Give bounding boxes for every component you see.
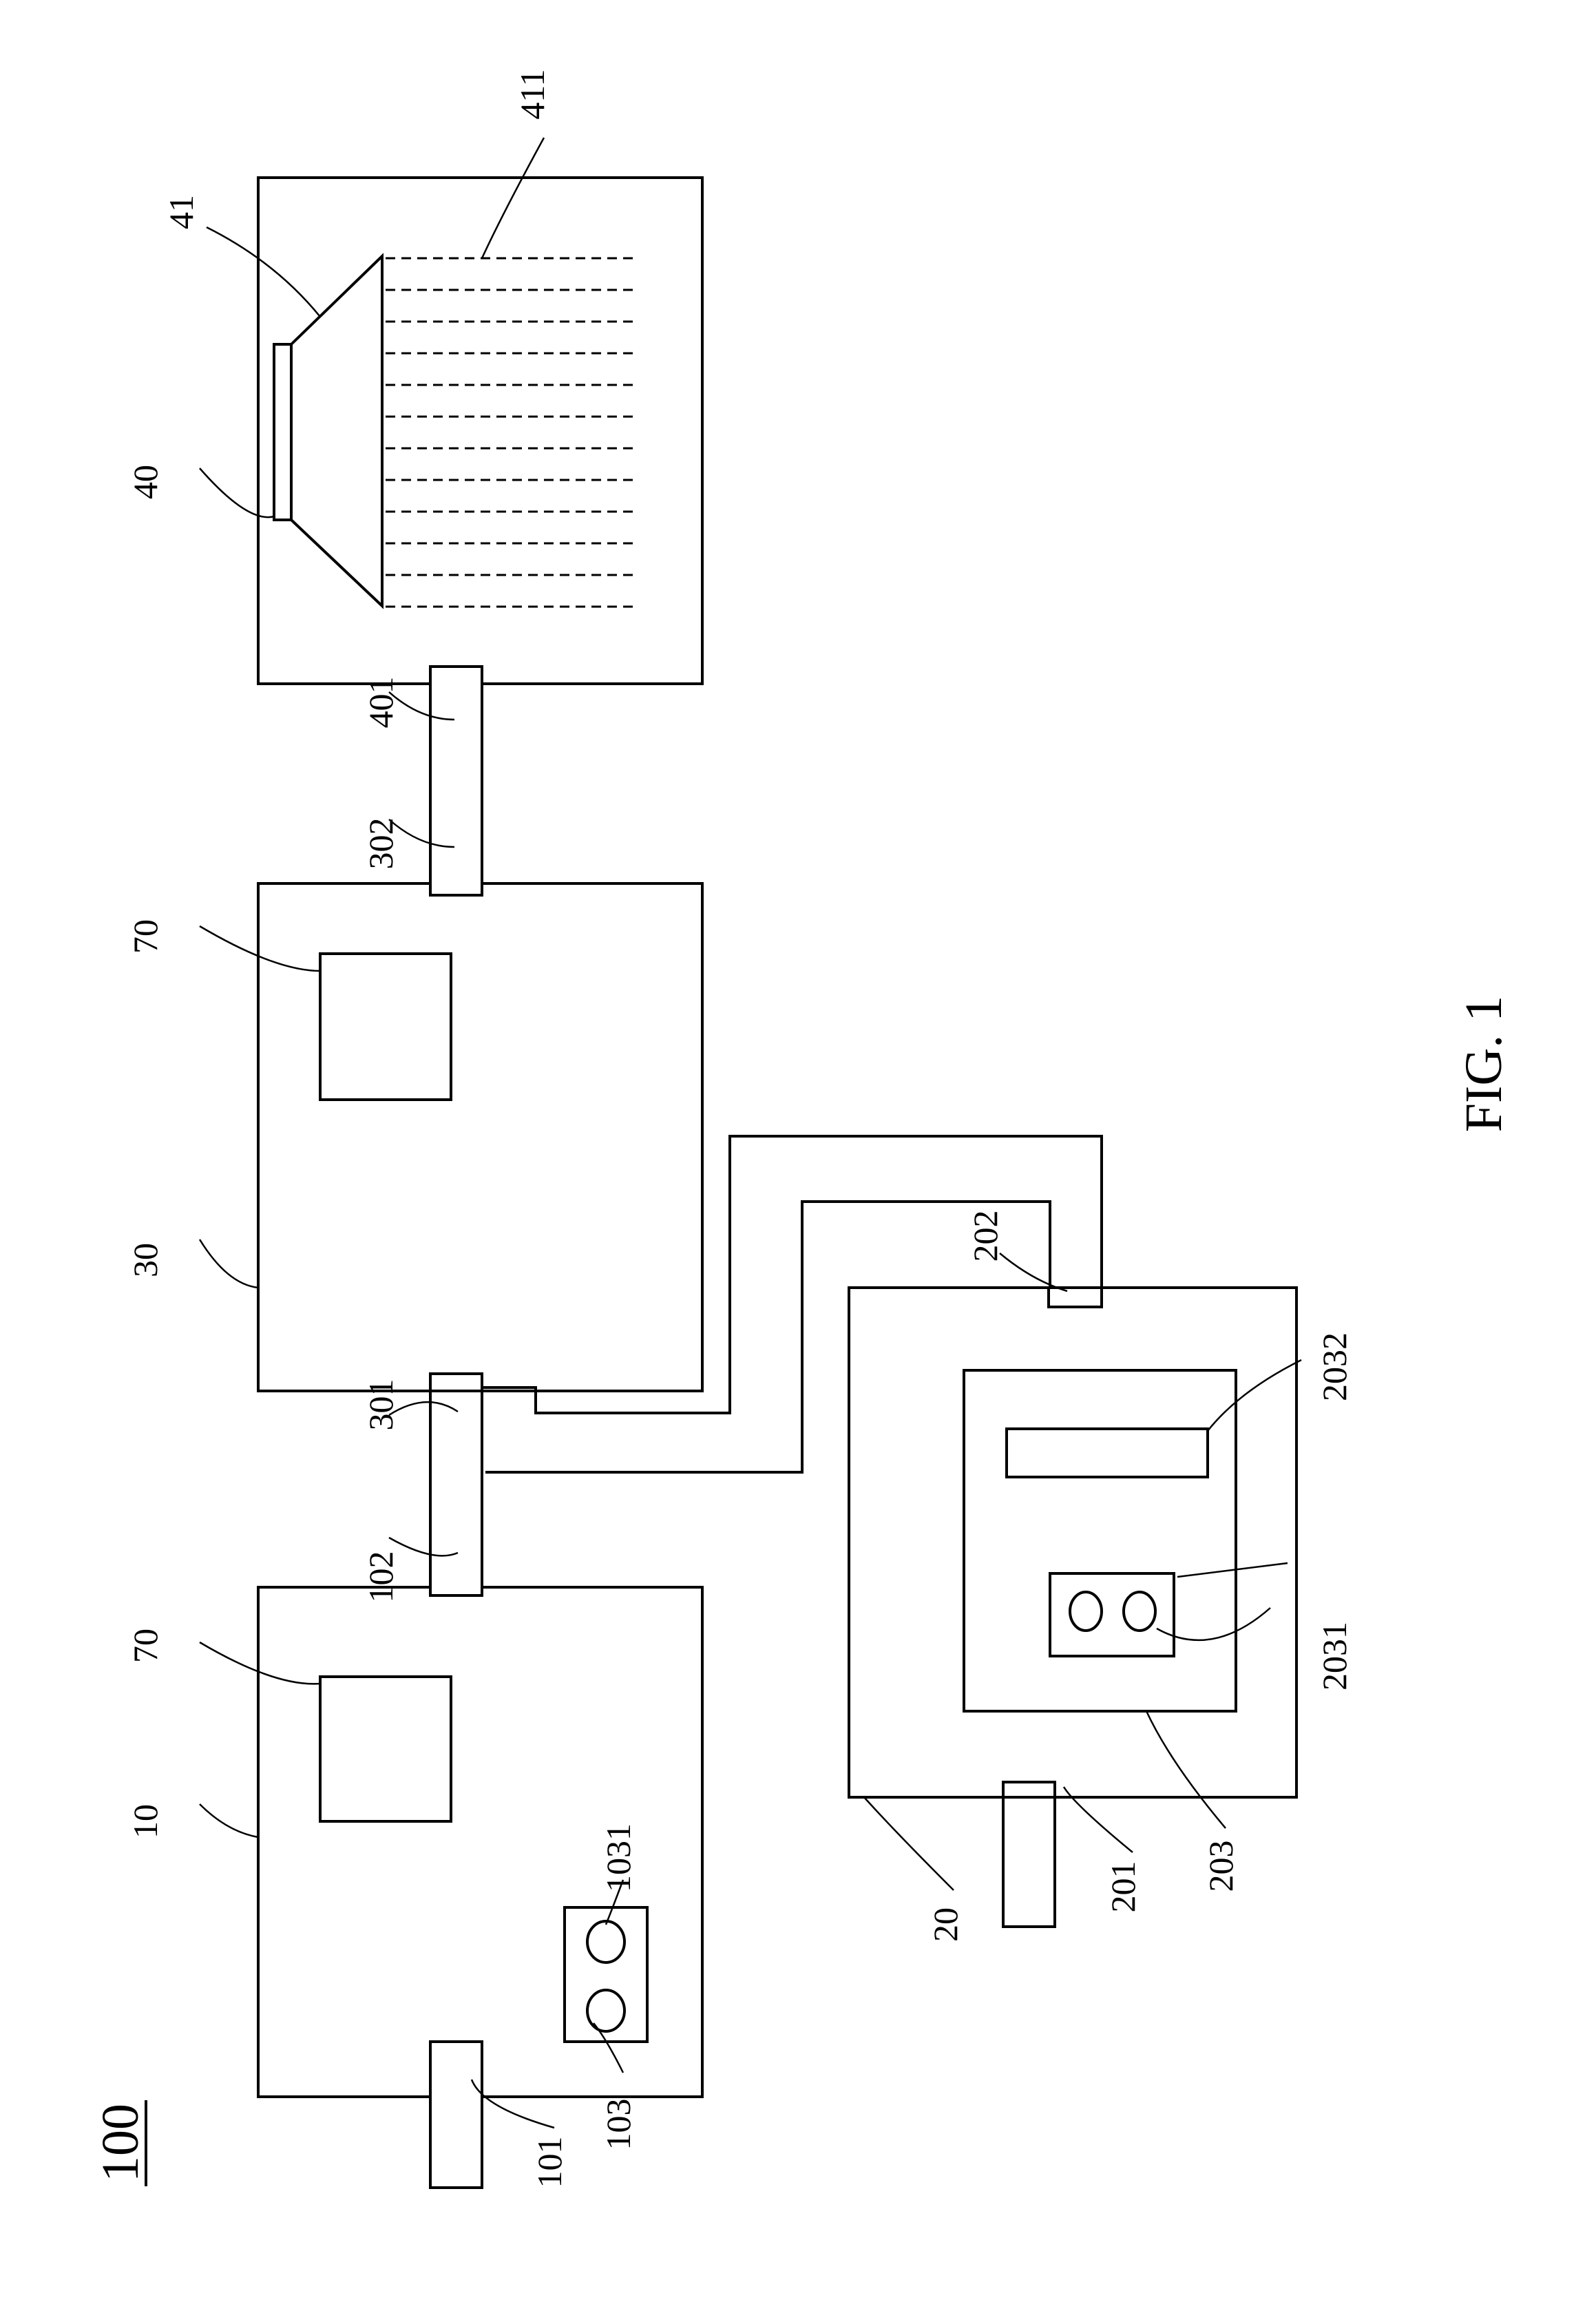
label-2032: 2032 xyxy=(1315,1332,1354,1401)
leader-101 xyxy=(472,2080,554,2128)
label-201: 201 xyxy=(1104,1861,1142,1913)
unit-10-knob-a xyxy=(587,1990,624,2031)
label-70b: 70 xyxy=(126,919,165,954)
figure-number: 100 xyxy=(92,2100,149,2186)
connector-102-301 xyxy=(430,1374,482,1595)
port-101 xyxy=(430,2042,482,2188)
label-10: 10 xyxy=(126,1804,165,1839)
unit-20-panel-203 xyxy=(964,1370,1236,1711)
unit-40-housing xyxy=(258,178,702,684)
leader-20 xyxy=(864,1797,954,1890)
label-30: 30 xyxy=(126,1243,165,1277)
unit-10-knob-b-1031 xyxy=(587,1921,624,1962)
leader-70b xyxy=(200,926,320,971)
unit-40-horn-41 xyxy=(291,256,382,606)
leader-41 xyxy=(207,227,320,317)
label-103: 103 xyxy=(599,2099,638,2150)
figure-caption: FIG. 1 xyxy=(1455,996,1513,1132)
port-201 xyxy=(1003,1782,1055,1927)
leader-411 xyxy=(482,138,544,258)
unit-40-plate xyxy=(274,344,291,520)
unit-30 xyxy=(258,883,702,1391)
label-411: 411 xyxy=(513,69,552,119)
beam-lines-411 xyxy=(386,258,637,607)
unit-30-module-70 xyxy=(320,954,451,1100)
label-102: 102 xyxy=(361,1551,400,1603)
leader-30 xyxy=(200,1239,258,1288)
leader-203 xyxy=(1146,1711,1226,1828)
keypad-button-a xyxy=(1070,1592,1102,1631)
label-101: 101 xyxy=(530,2137,569,2188)
label-20: 20 xyxy=(926,1907,965,1942)
label-2031: 2031 xyxy=(1315,1622,1354,1690)
unit-20 xyxy=(849,1288,1296,1927)
label-70a: 70 xyxy=(126,1629,165,1663)
label-302: 302 xyxy=(361,818,400,870)
leader-lines xyxy=(200,138,1301,2128)
unit-30-housing xyxy=(258,883,702,1391)
leader-unlabeled xyxy=(1177,1563,1288,1577)
unit-40 xyxy=(258,178,702,684)
reference-labels: 10 70 103 1031 101 102 301 30 70 302 401… xyxy=(126,69,1354,2188)
label-1031: 1031 xyxy=(599,1823,638,1892)
figure-number-text: 100 xyxy=(92,2104,149,2182)
label-40: 40 xyxy=(126,465,165,499)
label-401: 401 xyxy=(361,677,400,729)
leader-70a xyxy=(200,1642,320,1684)
label-202: 202 xyxy=(966,1211,1005,1262)
label-203: 203 xyxy=(1201,1841,1240,1892)
leader-40 xyxy=(200,468,274,517)
unit-20-housing xyxy=(849,1288,1296,1797)
keypad-button-b xyxy=(1124,1592,1155,1631)
label-301: 301 xyxy=(361,1379,400,1431)
label-41: 41 xyxy=(162,195,200,229)
connector-302-401 xyxy=(430,667,482,895)
leader-202 xyxy=(1000,1253,1067,1291)
port-202 xyxy=(1049,1288,1102,1307)
display-2032 xyxy=(1007,1429,1208,1477)
leader-10 xyxy=(200,1804,258,1837)
unit-10-panel-103 xyxy=(565,1907,647,2042)
unit-10-module-70 xyxy=(320,1677,451,1821)
